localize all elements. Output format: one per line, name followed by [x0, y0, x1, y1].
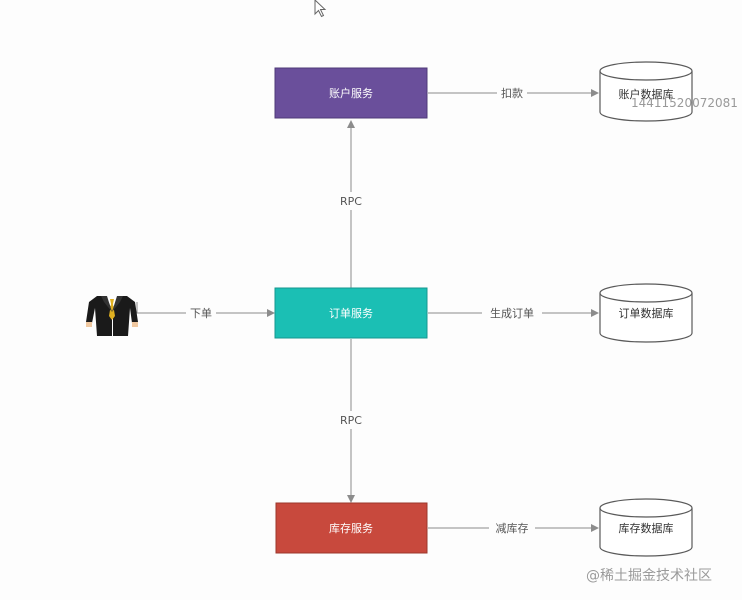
mouse-cursor-icon [314, 0, 327, 18]
account-service-node: 账户服务 [274, 67, 428, 119]
stock-service-node: 库存服务 [275, 502, 428, 554]
edge-label-rpc-up: RPC [340, 195, 362, 208]
stock-service-label: 库存服务 [329, 521, 373, 535]
edge-user-to-order [136, 302, 275, 317]
watermark-text: @稀土掘金技术社区 [586, 568, 712, 584]
account-database-label: 账户数据库 [619, 87, 674, 101]
stock-database-label: 库存数据库 [619, 521, 674, 535]
user-suit-icon [86, 296, 138, 336]
edge-label-reduce-stock: 减库存 [496, 521, 529, 535]
stock-database-icon: 库存数据库 [599, 498, 693, 557]
edge-label-deduct: 扣款 [501, 86, 523, 100]
edge-label-rpc-down: RPC [340, 414, 362, 427]
overlay-id-text: 14411520072081 [631, 96, 738, 110]
order-service-node: 订单服务 [274, 287, 428, 339]
account-database-icon: 账户数据库 [599, 61, 693, 122]
order-service-label: 订单服务 [329, 307, 373, 320]
edge-label-create-order: 生成订单 [490, 306, 534, 320]
order-database-icon: 订单数据库 [599, 283, 693, 343]
edge-label-place-order: 下单 [190, 307, 212, 320]
account-service-label: 账户服务 [329, 86, 373, 100]
order-database-label: 订单数据库 [619, 306, 674, 320]
